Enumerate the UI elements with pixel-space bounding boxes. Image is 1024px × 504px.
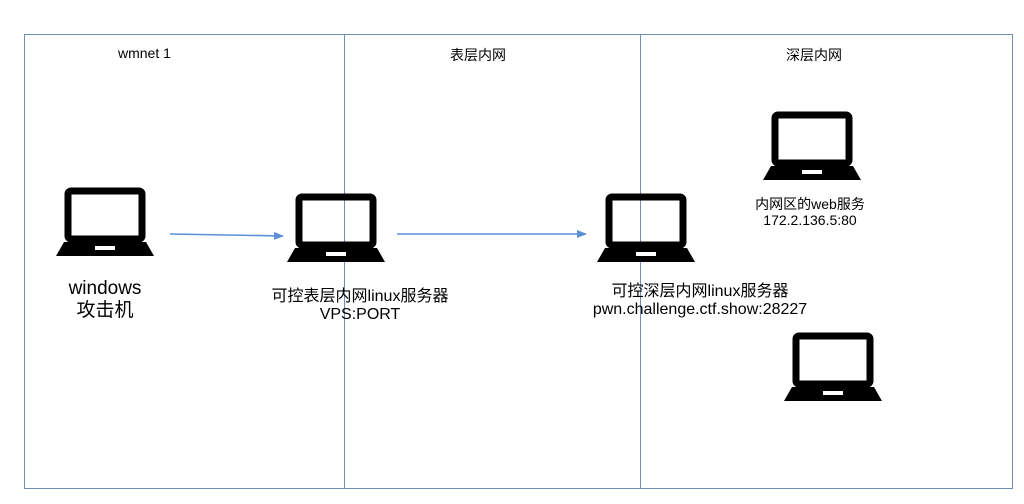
laptop-icon	[763, 111, 861, 180]
deep-server-label: 可控深层内网linux服务器 pwn.challenge.ctf.show:28…	[540, 283, 860, 320]
surface-server-address: VPS:PORT	[319, 306, 401, 324]
web-service-address: 172.2.136.5:80	[763, 212, 857, 229]
surface-server-name: 可控表层内网linux服务器	[271, 288, 449, 305]
laptop-icon	[597, 193, 695, 262]
laptop-icon	[784, 332, 882, 401]
laptop-icon	[56, 187, 154, 256]
web-service-label: 内网区的web服务 172.2.136.5:80	[720, 196, 900, 228]
surface-server-label: 可控表层内网linux服务器 VPS:PORT	[230, 288, 490, 325]
zone-title-wmnet: wmnet 1	[118, 45, 171, 61]
attacker-os: windows	[68, 278, 142, 299]
web-service-name: 内网区的web服务	[755, 196, 865, 212]
laptop-icon	[287, 193, 385, 262]
attacker-role: 攻击机	[76, 299, 134, 321]
attacker-label: windows 攻击机	[55, 278, 155, 322]
deep-server-address: pwn.challenge.ctf.show:28227	[592, 301, 808, 319]
deep-server-name: 可控深层内网linux服务器	[611, 283, 789, 300]
zone-title-surface: 表层内网	[450, 47, 506, 63]
zone-title-deep: 深层内网	[786, 47, 842, 63]
arrow-attacker-to-surface	[169, 231, 284, 240]
